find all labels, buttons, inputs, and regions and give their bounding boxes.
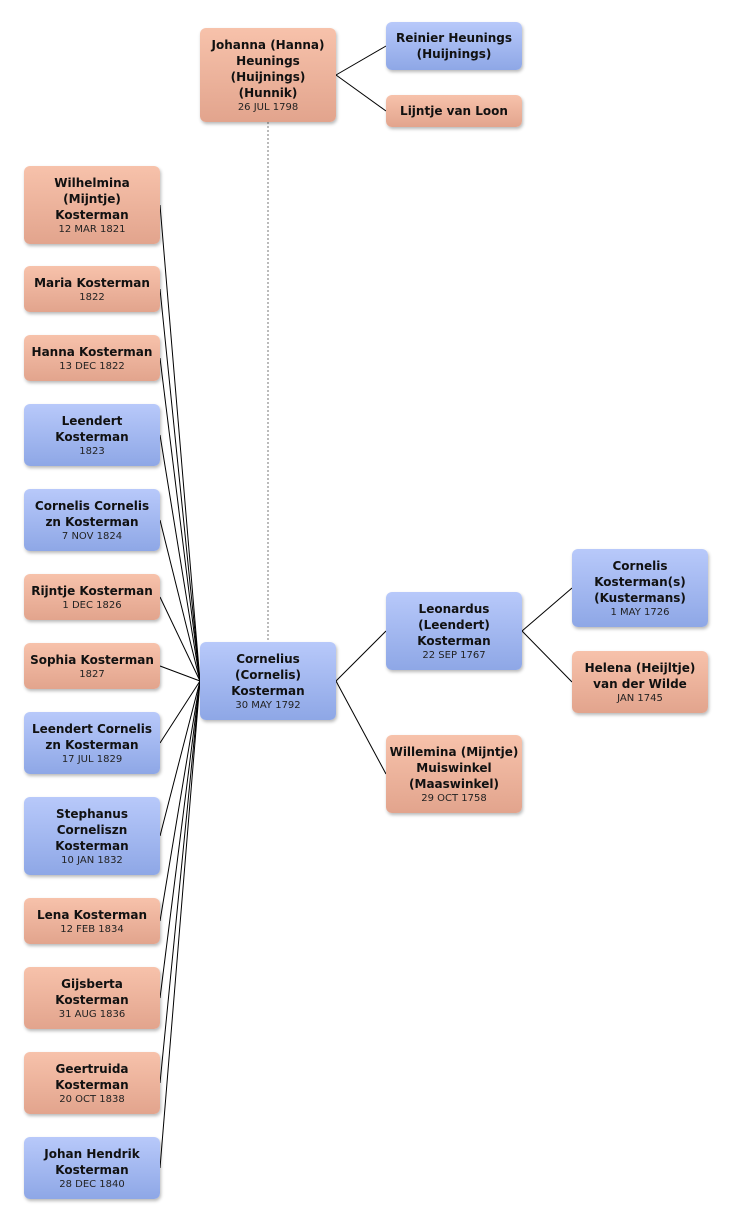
person-name: Rijntje Kosterman xyxy=(31,583,153,598)
child-link-c6 xyxy=(159,596,201,682)
person-name: Cornelis Kosterman(s) (Kustermans) xyxy=(594,558,686,605)
person-card-spouse[interactable]: Johanna (Hanna) Heunings (Huijnings) (Hu… xyxy=(200,28,336,122)
person-name: Wilhelmina (Mijntje) Kosterman xyxy=(54,175,130,222)
person-name: Leendert Cornelis zn Kosterman xyxy=(31,721,153,752)
person-name: Willemina (Mijntje) Muiswinkel (Maaswink… xyxy=(389,744,519,791)
person-name: Lijntje van Loon xyxy=(400,104,508,118)
person-name: Stephanus Corneliszn Kosterman xyxy=(55,806,129,853)
child-link-c9 xyxy=(159,680,201,837)
person-name: Reinier Heunings (Huijnings) xyxy=(395,31,513,61)
person-date: 12 MAR 1821 xyxy=(58,223,126,235)
person-name: Lena Kosterman xyxy=(36,907,147,922)
person-date: 30 MAY 1792 xyxy=(235,699,301,711)
parent-link-father xyxy=(335,630,387,682)
person-date: 22 SEP 1767 xyxy=(422,649,486,661)
person-date: 20 OCT 1838 xyxy=(59,1093,125,1105)
child-link-c8 xyxy=(159,680,201,744)
child-link-c3 xyxy=(159,357,201,682)
person-date: 7 NOV 1824 xyxy=(61,530,123,542)
child-link-c12 xyxy=(159,680,201,1084)
person-date: 17 JUL 1829 xyxy=(61,753,123,765)
person-date: 12 FEB 1834 xyxy=(60,923,124,935)
person-name: Cornelius (Cornelis) Kosterman xyxy=(231,651,305,698)
person-date: 13 DEC 1822 xyxy=(59,360,125,372)
parent-link-gf xyxy=(521,587,573,632)
child-link-c2 xyxy=(159,288,201,682)
person-name: Helena (Heijltje) van der Wilde xyxy=(584,660,696,691)
person-date: 26 JUL 1798 xyxy=(237,101,299,113)
person-date: 29 OCT 1758 xyxy=(421,792,487,804)
child-link-c7 xyxy=(159,665,201,682)
parent-link-gm xyxy=(521,630,573,683)
person-name: Maria Kosterman xyxy=(34,275,150,290)
child-link-c1 xyxy=(159,204,201,682)
person-date: 1822 xyxy=(79,291,105,303)
child-link-c4 xyxy=(159,434,201,682)
parent-link-mother xyxy=(335,680,387,775)
parent-link-sp-father xyxy=(335,45,387,76)
person-name: Geertruida Kosterman xyxy=(55,1061,129,1092)
child-link-c13 xyxy=(159,680,201,1169)
person-name: Hanna Kosterman xyxy=(31,344,153,359)
person-name: Leendert Kosterman xyxy=(55,413,129,444)
person-date: 31 AUG 1836 xyxy=(58,1008,126,1020)
person-name: Leonardus (Leendert) Kosterman xyxy=(417,601,491,648)
person-name: Johanna (Hanna) Heunings (Huijnings) (Hu… xyxy=(211,37,325,100)
person-date: 1 DEC 1826 xyxy=(62,599,122,611)
person-card-sp-mother[interactable]: Lijntje van Loon xyxy=(386,95,522,127)
person-name: Gijsberta Kosterman xyxy=(55,976,129,1007)
child-link-c11 xyxy=(159,680,201,999)
person-card-gf[interactable]: Cornelis Kosterman(s) (Kustermans)1 MAY … xyxy=(572,549,708,627)
person-date: 10 JAN 1832 xyxy=(61,854,123,866)
parent-link-sp-mother xyxy=(335,74,387,112)
person-card-sp-father[interactable]: Reinier Heunings (Huijnings) xyxy=(386,22,522,70)
person-name: Cornelis Cornelis zn Kosterman xyxy=(34,498,150,529)
person-date: JAN 1745 xyxy=(617,692,663,704)
person-date: 1827 xyxy=(79,668,105,680)
person-card-mother[interactable]: Willemina (Mijntje) Muiswinkel (Maaswink… xyxy=(386,735,522,813)
person-name: Sophia Kosterman xyxy=(30,652,154,667)
person-date: 1823 xyxy=(79,445,105,457)
child-link-c10 xyxy=(159,680,201,922)
person-date: 28 DEC 1840 xyxy=(59,1178,125,1190)
person-date: 1 MAY 1726 xyxy=(610,606,670,618)
child-link-c5 xyxy=(159,519,201,682)
person-name: Johan Hendrik Kosterman xyxy=(44,1146,140,1177)
